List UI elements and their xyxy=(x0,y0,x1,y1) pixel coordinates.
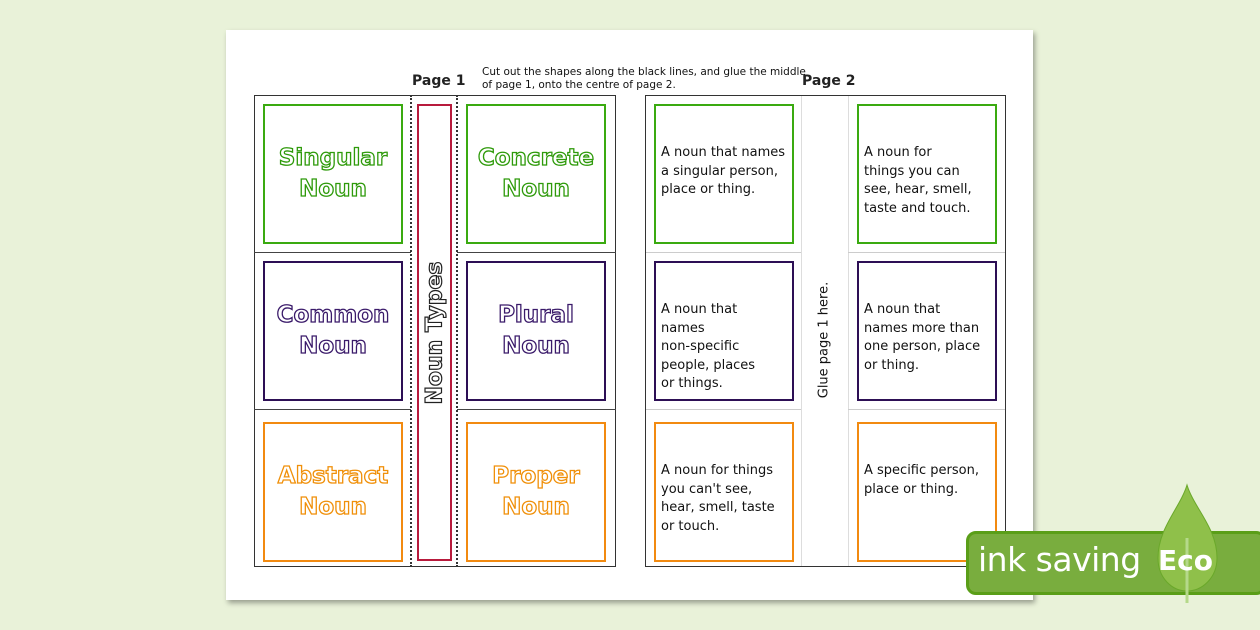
instructions: Cut out the shapes along the black lines… xyxy=(482,66,806,92)
card-text: Noun xyxy=(298,493,367,520)
definition-common: A noun that names non-specific people, plac… xyxy=(654,261,794,401)
card-text: Abstract xyxy=(277,462,389,489)
divider xyxy=(254,409,411,410)
instructions-line: Cut out the shapes along the black lines… xyxy=(482,66,806,78)
divider xyxy=(646,409,801,410)
def-line: things you can xyxy=(864,163,960,179)
divider xyxy=(457,409,616,410)
card-text: Singular xyxy=(278,144,388,171)
def-line: A specific person, xyxy=(864,463,979,478)
def-line: place or thing. xyxy=(661,182,756,197)
glue-label: Glue page 1 here. xyxy=(816,281,832,399)
divider xyxy=(848,252,1005,253)
def-line: or things. xyxy=(661,376,723,391)
leaf-icon xyxy=(1157,483,1218,603)
card-text: Plural xyxy=(497,301,574,328)
definition-concrete: A noun for things you can see, hear, smell… xyxy=(857,104,997,244)
page1-title: Page 1 xyxy=(412,73,466,89)
definition-abstract: A noun for things you can't see, hear, sme… xyxy=(654,422,794,562)
def-line: A noun that names xyxy=(661,145,786,160)
divider xyxy=(457,252,616,253)
def-line: or touch. xyxy=(661,518,720,534)
fold-line xyxy=(801,96,802,566)
card-text: Noun xyxy=(501,332,570,359)
def-line: taste and touch. xyxy=(864,200,971,216)
divider xyxy=(848,409,1005,410)
def-line: non-specific xyxy=(661,339,740,354)
definition-singular: A noun that names a singular person, place… xyxy=(654,104,794,244)
def-line: people, places xyxy=(661,357,756,373)
card-text: Common xyxy=(276,301,390,328)
def-line: one person, place xyxy=(864,339,981,354)
noun-types-strip: Noun Types xyxy=(417,104,452,561)
def-line: names xyxy=(661,320,705,336)
card-text: Noun xyxy=(298,175,367,202)
ink-saving-text: ink saving xyxy=(978,540,1141,579)
definition-plural: A noun that names more than one person, pl… xyxy=(857,261,997,401)
instructions-line: of page 1, onto the centre of page 2. xyxy=(482,79,676,91)
cut-line xyxy=(410,95,412,567)
page2-frame xyxy=(645,95,1006,567)
divider xyxy=(254,252,411,253)
def-line: A noun for xyxy=(864,145,932,160)
def-line: you can't see, xyxy=(661,481,753,497)
def-line: A noun for things xyxy=(661,463,774,478)
card-text: Proper xyxy=(492,462,581,489)
fold-line xyxy=(848,96,849,566)
cut-line xyxy=(456,95,458,567)
def-line: hear, smell, taste xyxy=(661,500,775,515)
def-line: A noun that xyxy=(661,302,738,317)
card-text: Noun xyxy=(501,493,570,520)
def-line: or thing. xyxy=(864,357,920,373)
eco-label: Eco xyxy=(1158,544,1213,577)
def-line: A noun that xyxy=(864,302,941,317)
card-text: Noun xyxy=(501,175,570,202)
card-text: Noun xyxy=(298,332,367,359)
page1-frame xyxy=(254,95,616,567)
strip-label: Noun Types xyxy=(421,260,447,405)
page2-title: Page 2 xyxy=(802,73,856,89)
divider xyxy=(646,252,801,253)
def-line: a singular person, xyxy=(661,163,778,179)
def-line: place or thing. xyxy=(864,481,959,497)
card-text: Concrete xyxy=(477,144,595,171)
def-line: names more than xyxy=(864,320,980,336)
def-line: see, hear, smell, xyxy=(864,182,972,197)
